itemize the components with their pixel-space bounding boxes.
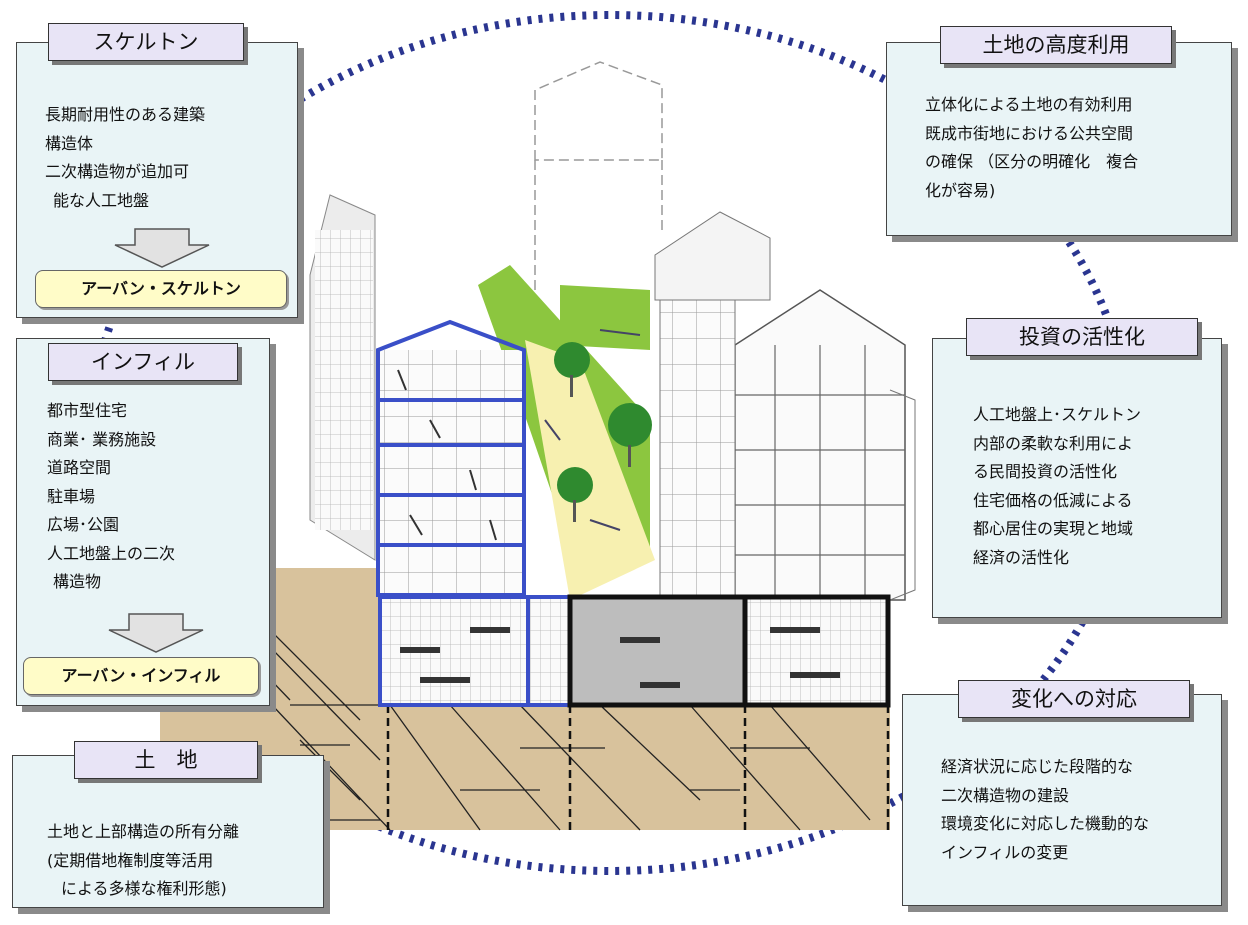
right-building (654, 211, 916, 601)
investment-line: 経済の活性化 (973, 547, 1070, 567)
infill-line: 商業･ 業務施設 (47, 429, 157, 449)
greenery-slope (478, 265, 655, 600)
change-line: 経済状況に応じた段階的な (941, 757, 1134, 776)
change-line: 環境変化に対応した機動的な (941, 814, 1150, 833)
advanced-use-line: 立体化による土地の有効利用 (925, 95, 1133, 114)
down-arrow-icon (108, 613, 204, 653)
infill-panel: 都市型住宅 商業･ 業務施設 道路空間 駐車場 広場･公園 人工地盤上の二次 構… (16, 338, 270, 706)
infill-line: 人工地盤上の二次 (47, 543, 176, 563)
investment-panel: 人工地盤上･スケルトン 内部の柔軟な利用によ る民間投資の活性化 住宅価格の低減… (932, 338, 1222, 618)
down-arrow-icon (114, 228, 210, 268)
skeleton-title: スケルトン (48, 23, 244, 61)
investment-line: 人工地盤上･スケルトン (973, 405, 1142, 424)
change-panel: 経済状況に応じた段階的な 二次構造物の建設 環境変化に対応した機動的な インフィ… (902, 694, 1222, 906)
advanced-use-line: 化が容易) (925, 180, 996, 200)
land-description: 土地と上部構造の所有分離 (定期借地権制度等活用 による多様な権利形態) (47, 818, 239, 904)
advanced-use-line: の確保 （区分の明確化 複合 (925, 152, 1139, 171)
infill-line: 都市型住宅 (47, 401, 128, 420)
blue-skeleton-building (376, 319, 526, 597)
land-line: 土地と上部構造の所有分離 (47, 822, 240, 841)
skeleton-description: 長期耐用性のある建築 構造体 二次構造物が追加可 能な人工地盤 (45, 101, 205, 215)
land-line: による多様な権利形態) (61, 879, 227, 898)
advanced-use-description: 立体化による土地の有効利用 既成市街地における公共空間 の確保 （区分の明確化 … (925, 91, 1138, 205)
investment-line: る民間投資の活性化 (973, 462, 1118, 481)
investment-description: 人工地盤上･スケルトン 内部の柔軟な利用によ る民間投資の活性化 住宅価格の低減… (973, 401, 1141, 572)
urban-skeleton-label: アーバン・スケルトン (35, 270, 287, 308)
change-line: インフィルの変更 (941, 842, 1069, 862)
infill-title: インフィル (48, 343, 238, 381)
urban-infill-label: アーバン・インフィル (23, 657, 259, 695)
investment-line: 住宅価格の低減による (973, 490, 1133, 510)
change-title: 変化への対応 (958, 680, 1190, 718)
investment-line: 内部の柔軟な利用によ (973, 433, 1134, 453)
skeleton-line: 二次構造物が追加可 (45, 162, 190, 181)
infill-description: 都市型住宅 商業･ 業務施設 道路空間 駐車場 広場･公園 人工地盤上の二次 構… (47, 397, 175, 597)
advanced-use-title: 土地の高度利用 (940, 26, 1172, 64)
infill-line: 道路空間 (47, 458, 112, 477)
parking-level (378, 594, 891, 708)
skeleton-line: 長期耐用性のある建築 (45, 105, 206, 124)
investment-title: 投資の活性化 (966, 318, 1198, 356)
advanced-use-panel: 立体化による土地の有効利用 既成市街地における公共空間 の確保 （区分の明確化 … (886, 42, 1232, 236)
skeleton-panel: 長期耐用性のある建築 構造体 二次構造物が追加可 能な人工地盤 アーバン・スケル… (16, 42, 298, 318)
infill-line: 構造物 (53, 572, 102, 591)
land-panel: 土地と上部構造の所有分離 (定期借地権制度等活用 による多様な権利形態) (12, 755, 324, 908)
skeleton-line: 能な人工地盤 (53, 190, 150, 210)
skeleton-line: 構造体 (45, 133, 94, 153)
land-line: (定期借地権制度等活用 (47, 850, 214, 870)
change-description: 経済状況に応じた段階的な 二次構造物の建設 環境変化に対応した機動的な インフィ… (941, 753, 1149, 867)
future-building-outline (534, 61, 663, 300)
change-line: 二次構造物の建設 (941, 785, 1070, 805)
land-title: 土 地 (74, 741, 258, 779)
investment-line: 都心居住の実現と地域 (973, 519, 1134, 538)
advanced-use-line: 既成市街地における公共空間 (925, 123, 1134, 143)
infill-line: 駐車場 (47, 486, 96, 506)
left-back-building (309, 194, 376, 561)
infill-line: 広場･公園 (47, 515, 120, 534)
